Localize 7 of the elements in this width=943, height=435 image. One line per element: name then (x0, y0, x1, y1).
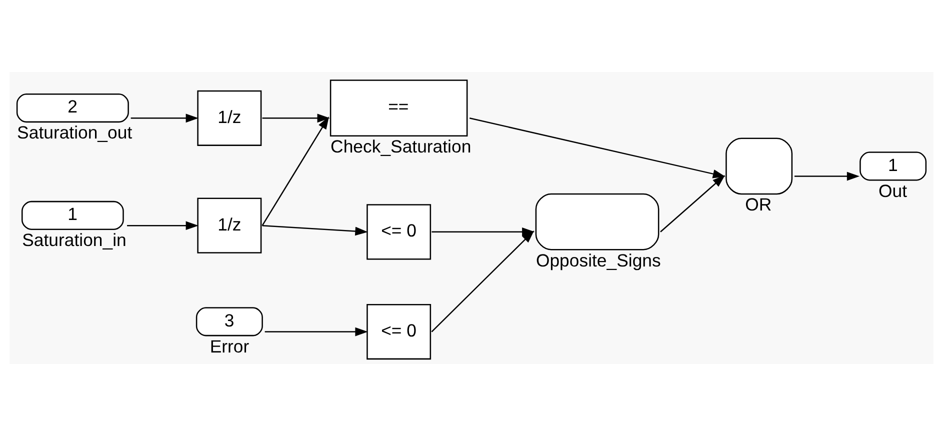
node-label: Check_Saturation (330, 136, 472, 156)
node-label: Saturation_out (17, 122, 132, 142)
node-label: Opposite_Signs (536, 250, 661, 270)
node-label: Out (878, 180, 908, 200)
node-label: Error (210, 336, 250, 356)
node-label: OR (745, 194, 772, 214)
node-label: Saturation_in (22, 230, 126, 250)
